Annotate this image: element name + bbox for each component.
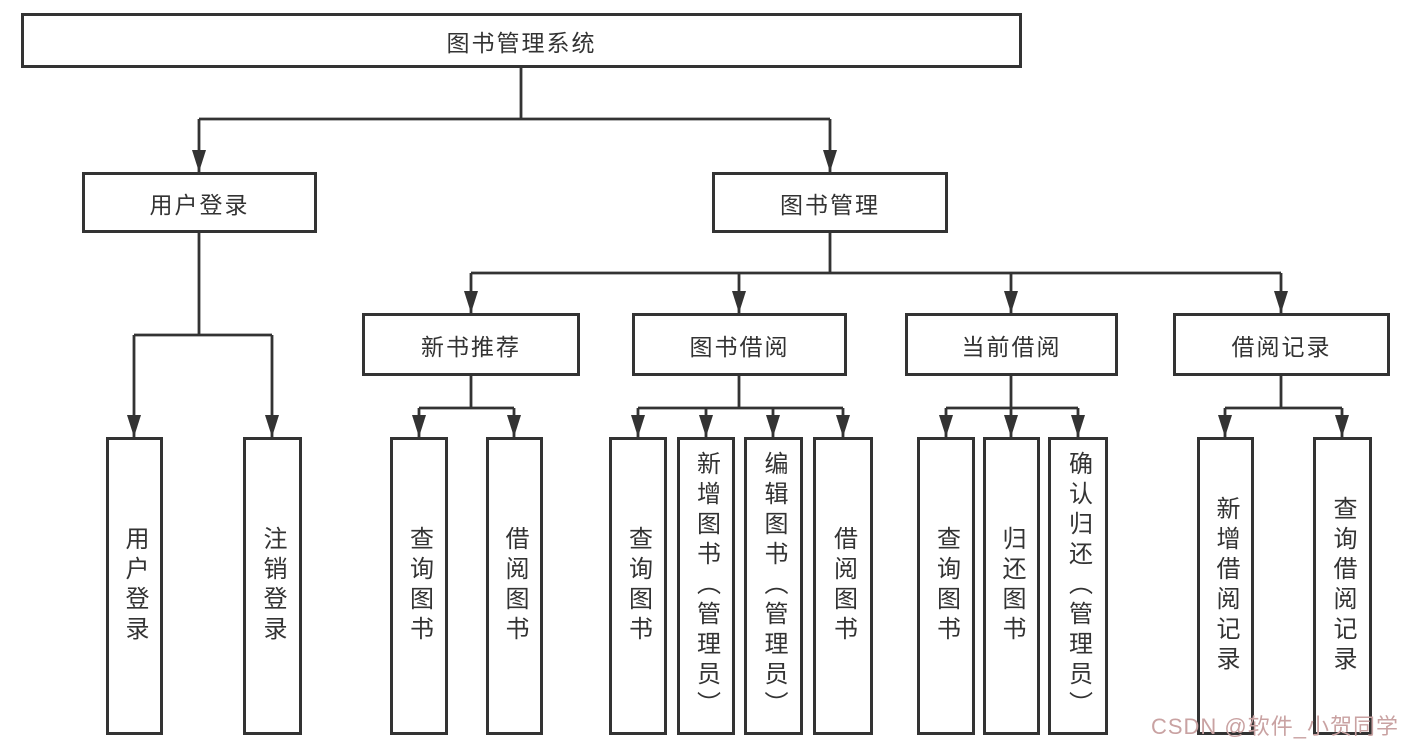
- leaf-recommend-borrow-books: 借阅图书: [486, 437, 543, 735]
- csdn-watermark: CSDN @软件_小贺同学: [1150, 714, 1399, 739]
- leaf-recommend-query-books: 查询图书: [390, 437, 448, 735]
- node-book-management: 图书管理: [712, 172, 948, 233]
- leaf-user-login: 用户登录: [106, 437, 163, 735]
- node-new-book-recommendation: 新书推荐: [362, 313, 580, 376]
- node-borrowing-records: 借阅记录: [1173, 313, 1390, 376]
- node-current-borrowing: 当前借阅: [905, 313, 1118, 376]
- node-user-login: 用户登录: [82, 172, 317, 233]
- leaf-logout: 注销登录: [243, 437, 302, 735]
- leaf-records-add-borrow-record: 新增借阅记录: [1197, 437, 1254, 735]
- leaf-current-confirm-return-admin: 确认归还（管理员）: [1048, 437, 1108, 735]
- leaf-records-query-borrow-record: 查询借阅记录: [1313, 437, 1372, 735]
- leaf-borrowing-query-books: 查询图书: [609, 437, 667, 735]
- leaf-borrowing-edit-book-admin: 编辑图书（管理员）: [744, 437, 803, 735]
- node-library-management-system: 图书管理系统: [21, 13, 1022, 68]
- node-book-borrowing: 图书借阅: [632, 313, 847, 376]
- leaf-current-query-books: 查询图书: [917, 437, 975, 735]
- leaf-current-return-books: 归还图书: [983, 437, 1040, 735]
- leaf-borrowing-add-book-admin: 新增图书（管理员）: [677, 437, 735, 735]
- leaf-borrowing-borrow-books: 借阅图书: [813, 437, 873, 735]
